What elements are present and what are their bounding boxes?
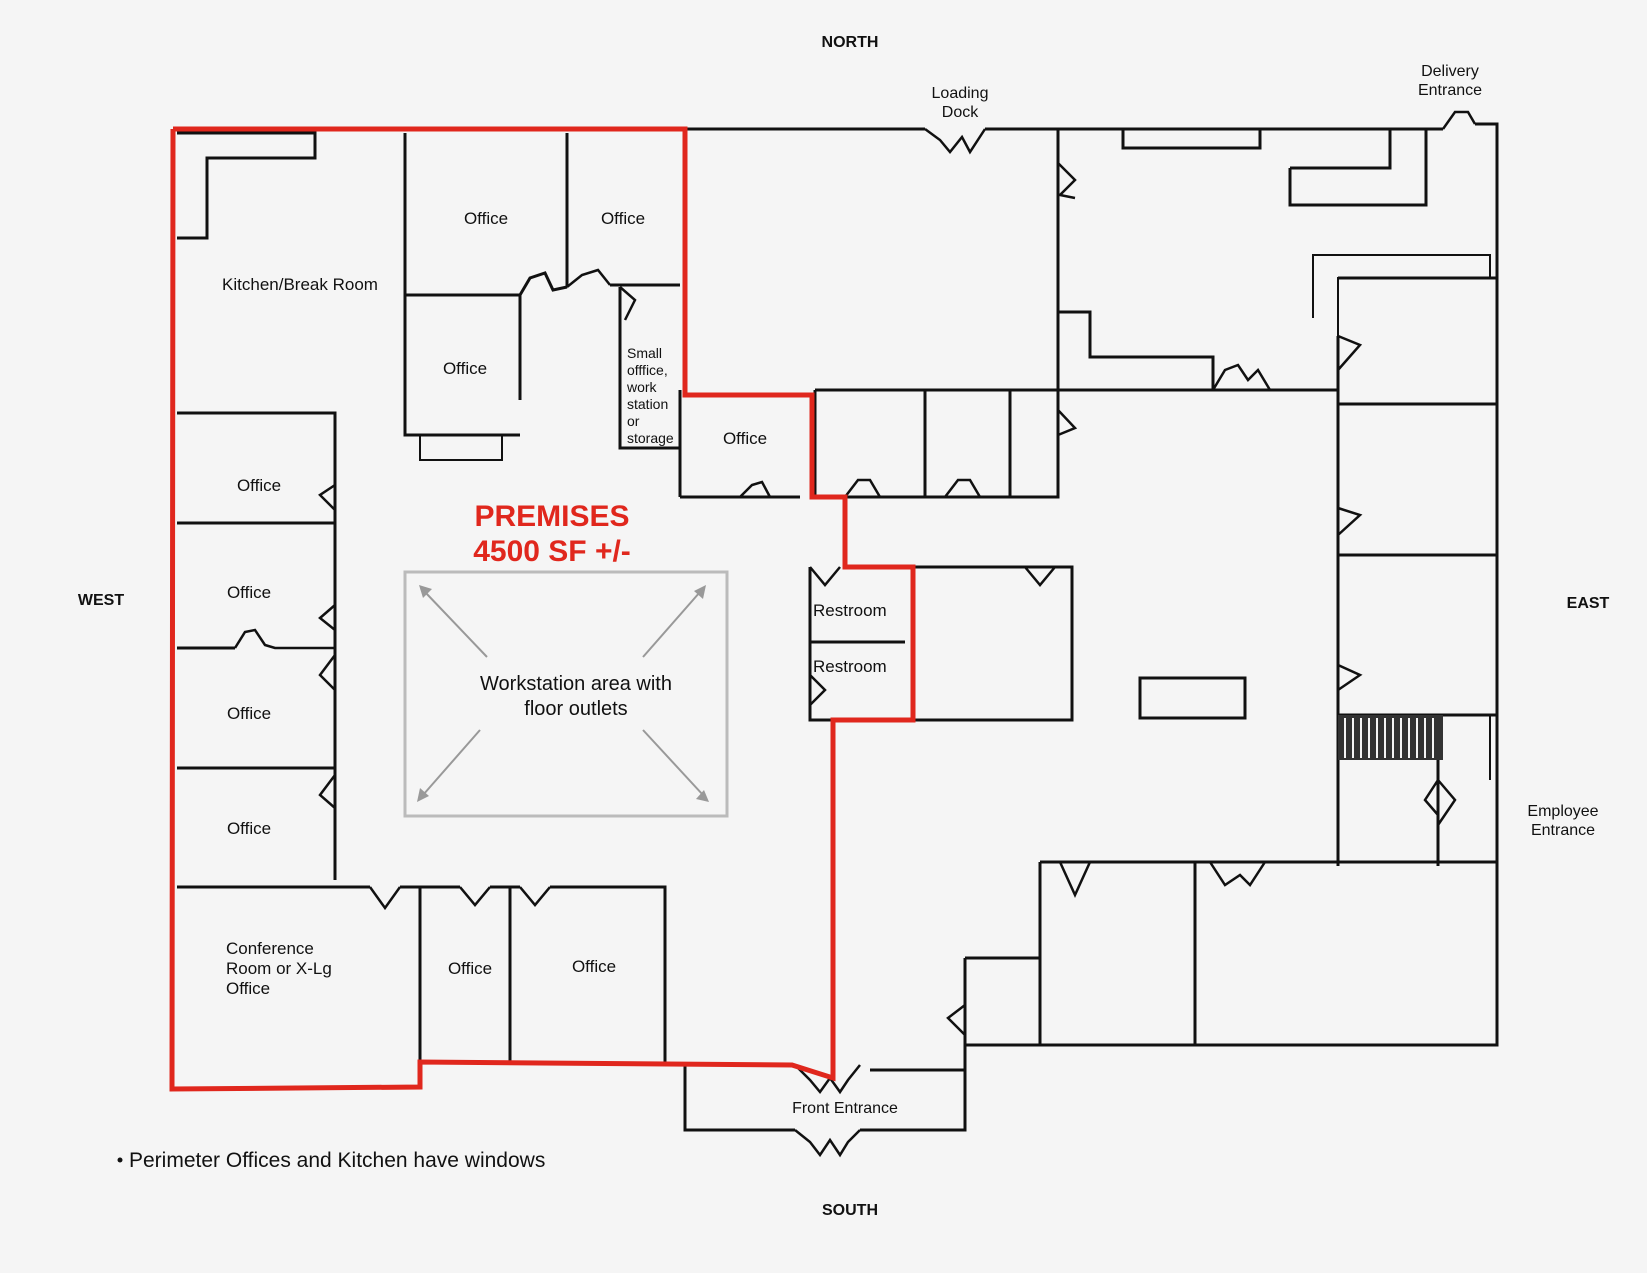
premises-area: 4500 SF +/- [473,535,631,568]
workstation-label-line2: floor outlets [524,698,627,720]
room-small-office-5: or [627,413,640,429]
note-bullet-icon [117,1157,123,1163]
room-office-n1: Office [464,209,508,228]
room-office-mid: Office [723,429,767,448]
room-small-office-6: storage [627,430,674,446]
room-office-n3: Office [443,359,487,378]
stairs [1338,715,1443,760]
room-kitchen: Kitchen/Break Room [222,275,378,294]
compass-north: NORTH [822,34,879,51]
premises-interior-walls [177,131,1457,1062]
premises-title: PREMISES [474,500,629,533]
room-conference-1: Conference [226,939,314,958]
room-small-office-3: work [626,379,658,395]
room-office-s2: Office [572,957,616,976]
front-entrance-label: Front Entrance [792,1100,898,1117]
compass-east: EAST [1567,595,1610,612]
workstation-area: Workstation area with floor outlets [403,570,729,818]
building-walls [680,110,1499,1158]
entrance-labels: Loading Dock Delivery Entrance Employee … [792,63,1599,1117]
room-small-office-2: offfice, [627,362,668,378]
room-small-office-4: station [627,396,668,412]
premises-outline [169,126,916,1092]
workstation-label-line1: Workstation area with [480,673,672,695]
delivery-entrance-label-1: Delivery [1421,63,1479,80]
room-labels: Kitchen/Break Room Office Office Office … [222,209,887,998]
compass-west: WEST [78,592,124,609]
room-office-w2: Office [227,583,271,602]
room-office-w3: Office [227,704,271,723]
room-office-s1: Office [448,959,492,978]
room-restroom-1: Restroom [813,601,887,620]
room-conference-2: Room or X-Lg [226,959,332,978]
employee-entrance-label-2: Entrance [1531,822,1595,839]
room-conference-3: Office [226,979,270,998]
delivery-entrance-label-2: Entrance [1418,82,1482,99]
room-office-n2: Office [601,209,645,228]
room-office-w1: Office [237,476,281,495]
room-small-office-1: Small [627,345,662,361]
employee-entrance-label-1: Employee [1527,803,1598,820]
room-restroom-2: Restroom [813,657,887,676]
compass-south: SOUTH [822,1202,878,1219]
loading-dock-label-1: Loading [932,85,989,102]
room-office-w4: Office [227,819,271,838]
windows-note: Perimeter Offices and Kitchen have windo… [129,1149,545,1172]
loading-dock-label-2: Dock [942,104,979,121]
